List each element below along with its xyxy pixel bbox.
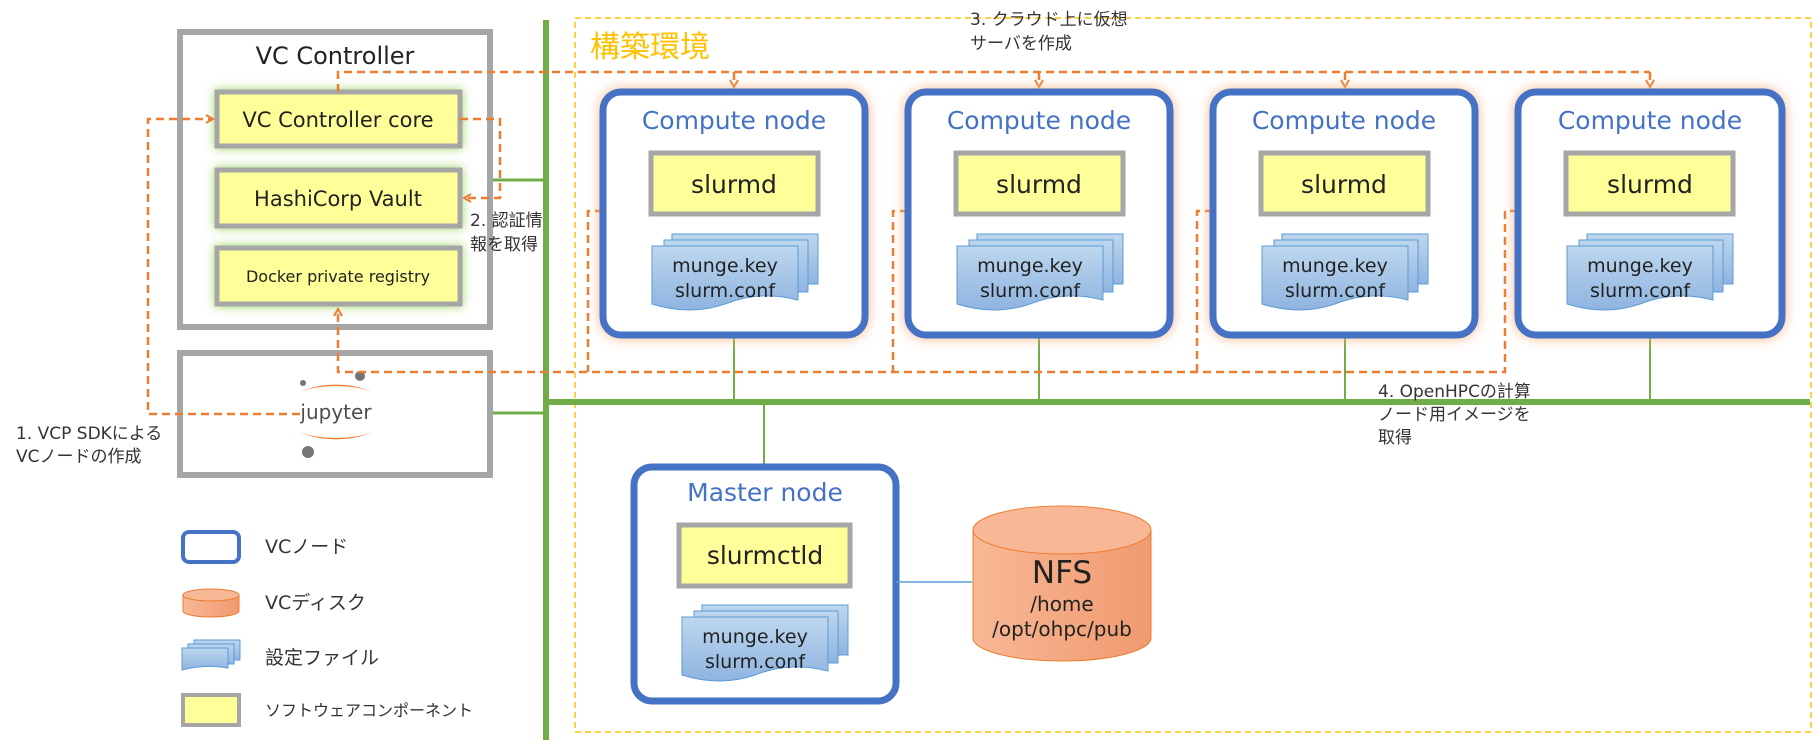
file-munge-key: munge.key: [702, 626, 808, 648]
slurmd-label: slurmd: [1301, 170, 1387, 199]
step2-line1: 2. 認証情: [470, 211, 543, 231]
hashicorp-vault-box: [214, 167, 463, 229]
step1-line1: 1. VCP SDKによる: [16, 424, 162, 444]
compute-node-1: Compute node slurmd munge.key slurm.conf: [599, 88, 869, 339]
legend: VCノード VCディスク 設定ファイル ソフトウェアコンポーネント: [181, 530, 473, 727]
arrow-step4-node3: [1195, 209, 1213, 372]
arrow-step4-node1: [586, 209, 603, 372]
nfs-path-ohpc: /opt/ohpc/pub: [992, 617, 1132, 641]
hashicorp-vault-label: HashiCorp Vault: [254, 187, 422, 211]
legend-software-swatch: [181, 693, 241, 727]
environment-title: 構築環境: [590, 30, 710, 65]
legend-config-file-swatch: [181, 639, 241, 671]
step4-line1: 4. OpenHPCの計算: [1378, 382, 1531, 402]
legend-vc-disk-swatch: [182, 588, 240, 618]
compute-node-4: Compute node slurmd munge.key slurm.conf: [1514, 88, 1786, 339]
legend-software-label: ソフトウェアコンポーネント: [265, 701, 473, 720]
slurmctld-box: [676, 522, 853, 589]
arrow-step4-line: [338, 211, 1507, 374]
step3-line2: サーバを作成: [970, 34, 1072, 54]
slurmd-box: [648, 150, 821, 217]
environment-frame: [574, 17, 1812, 733]
step4-line2: ノード用イメージを: [1378, 405, 1531, 425]
file-munge-key: munge.key: [672, 255, 778, 277]
slurmd-label: slurmd: [1607, 170, 1693, 199]
vc-controller-core-label: VC Controller core: [242, 108, 433, 132]
arrow-step1: [146, 119, 300, 416]
legend-config-file-label: 設定ファイル: [265, 647, 379, 669]
compute-node-title: Compute node: [947, 106, 1131, 135]
master-node-title: Master node: [687, 478, 843, 507]
nfs-path-home: /home: [1030, 592, 1093, 616]
compute-node-title: Compute node: [1558, 106, 1742, 135]
config-file-icon: [1566, 233, 1734, 311]
step3-line1: 3. クラウド上に仮想: [970, 10, 1128, 30]
arrow-step3-line: [336, 70, 1650, 92]
docker-registry-box: [214, 245, 463, 307]
file-munge-key: munge.key: [977, 255, 1083, 277]
jupyter-logo-icon: [300, 371, 372, 458]
file-munge-key: munge.key: [1587, 255, 1693, 277]
slurmctld-label: slurmctld: [707, 541, 823, 570]
legend-vc-node-label: VCノード: [265, 536, 348, 558]
master-node: Master node slurmctld munge.key slurm.co…: [630, 463, 900, 705]
step1-line2: VCノードの作成: [16, 447, 142, 467]
compute-node-3: Compute node slurmd munge.key slurm.conf: [1209, 88, 1479, 339]
slurmd-box: [1563, 150, 1736, 217]
arrow-step4-node2: [891, 209, 908, 372]
config-file-icon: [651, 233, 819, 311]
file-slurm-conf: slurm.conf: [1590, 280, 1691, 302]
compute-node-title: Compute node: [1252, 106, 1436, 135]
file-slurm-conf: slurm.conf: [1285, 280, 1386, 302]
slurmd-box: [1258, 150, 1431, 217]
compute-node-title: Compute node: [642, 106, 826, 135]
compute-node-2: Compute node slurmd munge.key slurm.conf: [904, 88, 1174, 339]
vc-controller-title: VC Controller: [256, 42, 415, 70]
step4-line3: 取得: [1378, 428, 1412, 448]
legend-vc-disk-label: VCディスク: [265, 592, 366, 614]
nfs-disk: [972, 505, 1152, 662]
slurmd-label: slurmd: [996, 170, 1082, 199]
config-file-icon: [681, 604, 849, 682]
slurmd-box: [953, 150, 1126, 217]
file-slurm-conf: slurm.conf: [675, 280, 776, 302]
arrow-step2: [460, 117, 502, 198]
jupyter-label: jupyter: [299, 400, 372, 424]
nfs-title: NFS: [1032, 555, 1092, 591]
file-slurm-conf: slurm.conf: [705, 651, 806, 673]
docker-registry-label: Docker private registry: [246, 267, 430, 286]
config-file-icon: [1261, 233, 1429, 311]
config-file-icon: [956, 233, 1124, 311]
slurmd-label: slurmd: [691, 170, 777, 199]
file-slurm-conf: slurm.conf: [980, 280, 1081, 302]
legend-vc-node-swatch: [181, 530, 241, 564]
file-munge-key: munge.key: [1282, 255, 1388, 277]
step2-line2: 報を取得: [470, 235, 538, 255]
